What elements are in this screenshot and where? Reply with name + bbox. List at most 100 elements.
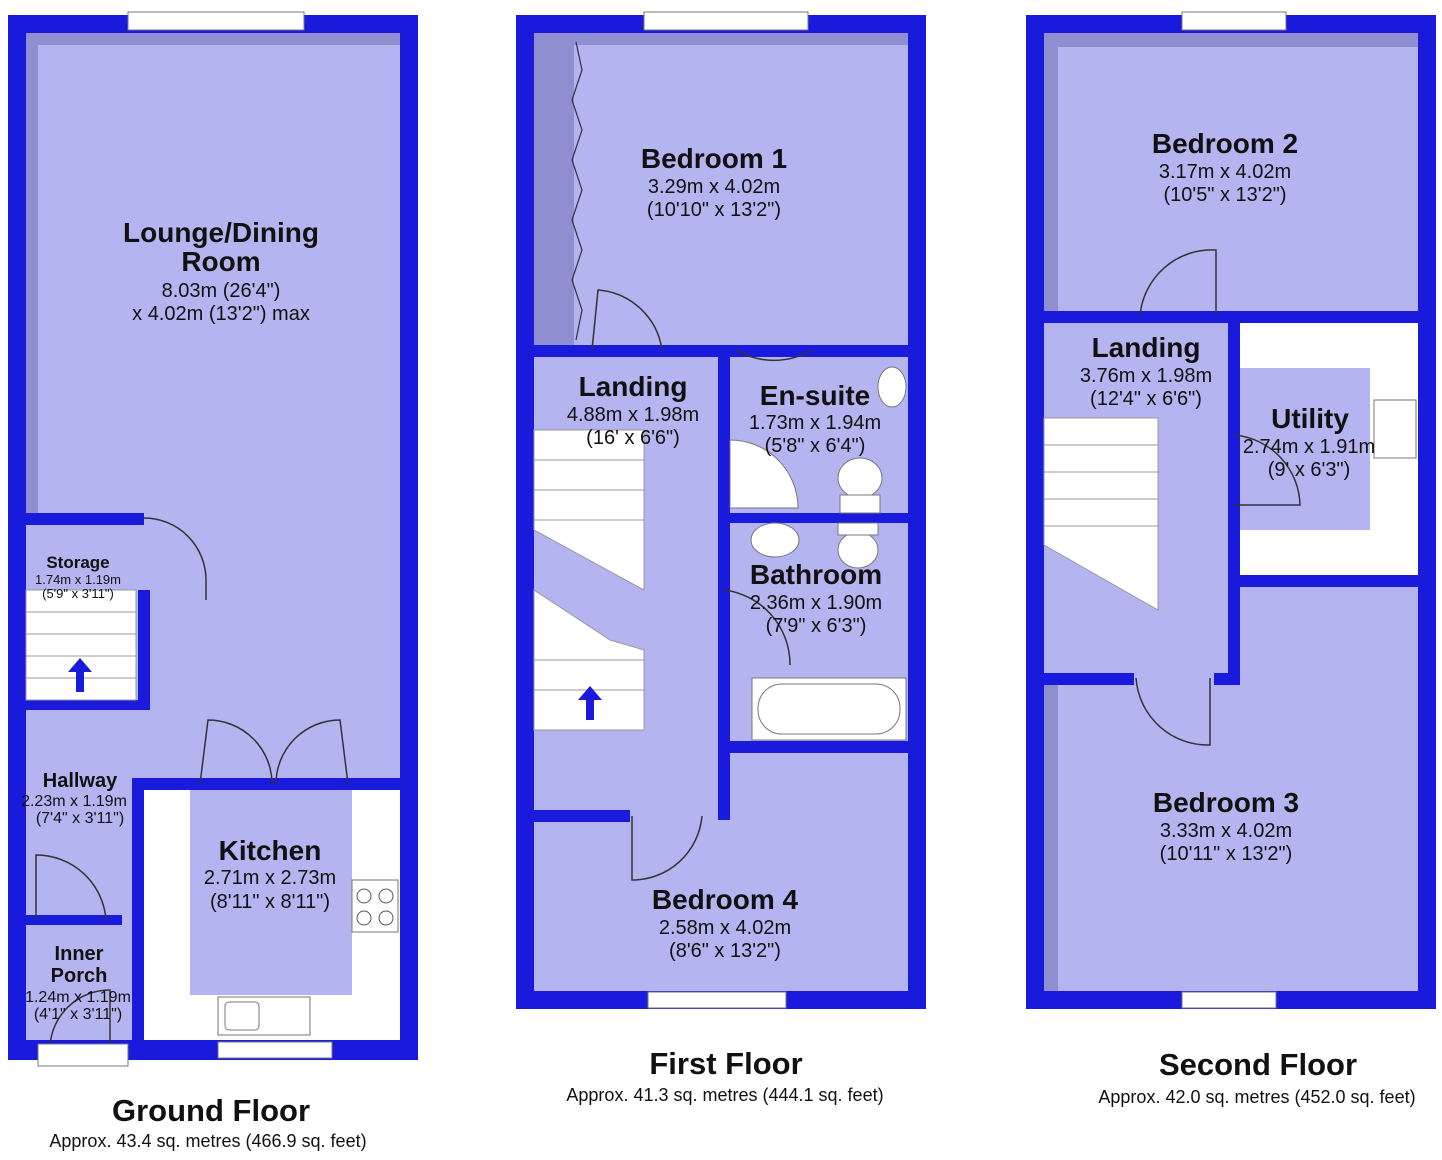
bedroom1-window [643,11,809,31]
utility-wall-bottom [1228,575,1418,587]
wardrobe-shadow [534,33,574,345]
utility-floor [1240,368,1370,530]
hallway-dim-1: 2.23m x 1.19m [21,793,127,810]
bedroom3-door-arc [1135,677,1211,746]
kitchen-door-arc-right [275,719,349,785]
bath-tub [751,677,907,741]
lounge-dim-1: 8.03m (26'4") [162,280,281,302]
bathroom-door-arc [723,589,791,666]
hob-ring [378,910,394,926]
ensuite-toilet [837,457,883,499]
utility-dim-2: (9' x 6'3") [1268,459,1351,481]
ensuite-door-arc [735,349,813,362]
bedroom3-wall-top-left [1044,673,1134,685]
utility-name: Utility [1271,403,1349,434]
bathroom-dim-2: (7'9" x 6'3") [766,615,867,637]
ensuite-dim-1: 1.73m x 1.94m [749,412,881,434]
landing1-dim-2: (16' x 6'6") [586,427,680,449]
first-floor-stairs-upper [533,429,645,591]
bedroom2-door-arc [1139,249,1217,317]
lounge-name-1: Lounge/Dining [123,217,319,248]
porch-dim-1: 1.24m x 1.19m [25,989,131,1006]
bedroom1-dim-2: (10'10" x 13'2") [647,199,781,221]
bedroom1-dim-1: 3.29m x 4.02m [648,176,780,198]
landing2-dim-1: 3.76m x 1.98m [1080,365,1212,387]
ensuite-cistern [839,494,881,514]
ground-floor-area: Approx. 43.4 sq. metres (466.9 sq. feet) [49,1131,366,1151]
storage-name: Storage [46,553,109,572]
ground-floor-title: Ground Floor [112,1093,310,1128]
bedroom2-dim-1: 3.17m x 4.02m [1159,161,1291,183]
lounge-dim-2: x 4.02m (13'2") max [132,303,310,325]
ground-floor-plan [8,11,418,1067]
ensuite-bath-wall [718,513,908,523]
bathroom-basin [750,522,800,558]
utility-wall-left-bottom [1228,505,1240,685]
hallway-name: Hallway [43,770,118,792]
lounge-shadow-left [26,33,38,513]
second-floor-area: Approx. 42.0 sq. metres (452.0 sq. feet) [1098,1087,1415,1107]
kitchen-dim-2: (8'11" x 8'11") [210,891,330,913]
porch-name-1: Inner [55,943,104,965]
bedroom1-floor [534,33,908,345]
storage-dim-2: (5'9" x 3'11") [42,586,114,601]
bathroom-name: Bathroom [750,559,882,590]
utility-sink [1373,399,1417,459]
bedroom4-door-arc [631,815,703,881]
storage-dim-1: 1.74m x 1.19m [35,572,121,587]
bedroom1-door-arc [591,289,663,351]
kitchen-dim-1: 2.71m x 2.73m [204,867,336,889]
hallway-dim-2: (7'4" x 3'11") [36,810,124,827]
porch-name-2: Porch [51,965,108,987]
porch-door-arc [35,854,107,921]
bedroom2-window [1181,11,1287,31]
bathroom-cistern [837,522,879,536]
first-floor-area: Approx. 41.3 sq. metres (444.1 sq. feet) [566,1085,883,1105]
ensuite-dim-2: (5'8" x 6'4") [765,435,866,457]
bedroom4-window [647,991,787,1009]
kitchen-door-arc-left [199,719,273,785]
bedroom2-wall-bottom-left [1044,311,1140,323]
landing-ensuite-wall [718,345,730,585]
bedroom3-shadow-left [1044,683,1058,991]
bathroom-dim-1: 2.36m x 1.90m [750,592,882,614]
utility-dim-1: 2.74m x 1.91m [1243,436,1375,458]
first-floor-title: First Floor [649,1046,802,1081]
bed4-wall-left [534,810,630,822]
bedroom2-dim-2: (10'5" x 13'2") [1163,184,1286,206]
landing2-name: Landing [1092,332,1201,363]
wardrobe-doors [571,41,583,341]
first-floor-plan [516,11,926,1009]
hob-ring [356,888,372,904]
porch-wall [26,915,122,925]
storage-wall-top [26,513,144,525]
landing1-dim-1: 4.88m x 1.98m [567,404,699,426]
bedroom3-window [1181,991,1277,1009]
bedroom1-shadow [534,33,908,45]
bedroom2-shadow [1044,33,1418,47]
utility-door-arc [1233,434,1301,506]
kitchen-wall-top-right [348,778,400,790]
bedroom4-dim-1: 2.58m x 4.02m [659,917,791,939]
bath-bed4-wall [718,741,908,753]
hob-ring [356,910,372,926]
lounge-name-2: Room [181,246,260,277]
bedroom1-wall-bottom-left [534,345,584,357]
bedroom3-dim-1: 3.33m x 4.02m [1160,820,1292,842]
bedroom2-floor [1044,33,1418,311]
hob-ring [378,888,394,904]
kitchen-name: Kitchen [219,835,322,866]
landing1-name: Landing [579,371,688,402]
storage-door-arc [143,517,207,600]
bedroom3-wall-top-right [1214,673,1240,685]
front-door-arc [49,989,111,1046]
bedroom3-dim-2: (10'11" x 13'2") [1160,843,1293,865]
ensuite-basin [877,366,907,408]
utility-wall-left-top [1228,311,1240,431]
second-floor-plan [1026,11,1436,1009]
hall-wall [26,700,150,710]
stair-up-arrow-icon [68,658,92,692]
lounge-shadow [26,33,400,45]
kitchen-wall-top-left [144,778,200,790]
